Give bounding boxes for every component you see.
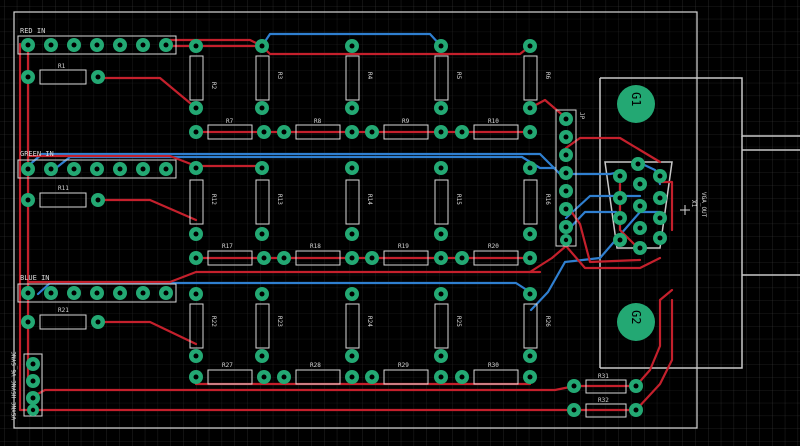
resistor-r8[interactable] [277, 124, 359, 140]
header-green-label: GREEN IN [20, 150, 54, 158]
header-sync[interactable] [23, 353, 43, 417]
resistor-r5-label: R5 [455, 72, 462, 80]
mount-hole-g1-label: G1 [629, 92, 643, 106]
vga-name-label: VGA_OUT [700, 192, 707, 218]
resistor-r24-label: R24 [366, 316, 373, 327]
resistor-r29[interactable] [365, 369, 448, 385]
header-green-in[interactable] [17, 159, 177, 179]
resistor-r17[interactable] [189, 250, 271, 266]
resistor-r32[interactable] [567, 403, 643, 418]
resistor-r24[interactable] [345, 287, 360, 363]
resistor-r28[interactable] [277, 369, 359, 385]
resistor-r23[interactable] [255, 287, 270, 363]
resistor-r18-label: R18 [310, 243, 321, 250]
resistor-r4[interactable] [345, 39, 360, 115]
resistor-r2-label: R2 [210, 82, 217, 90]
resistor-r14[interactable] [345, 161, 360, 241]
header-red-in[interactable] [17, 35, 177, 55]
resistor-r6-label: R6 [544, 72, 551, 80]
resistor-r18[interactable] [277, 250, 359, 266]
resistor-r26-label: R26 [544, 316, 551, 327]
resistor-r28-label: R28 [310, 362, 321, 369]
resistor-r19[interactable] [365, 250, 448, 266]
resistor-r19-label: R19 [398, 243, 409, 250]
resistor-r3[interactable] [255, 39, 270, 115]
resistor-r13-label: R13 [276, 194, 283, 205]
header-sync-label: VSYNC HSYNC V6_SYNC [11, 351, 18, 420]
resistor-r9-label: R9 [402, 118, 410, 125]
resistor-r3-label: R3 [276, 72, 283, 80]
header-vertical-label: JP [578, 112, 585, 120]
resistor-r27-label: R27 [222, 362, 233, 369]
vga-connector[interactable] [599, 77, 800, 369]
vga-pins[interactable] [613, 157, 667, 255]
resistor-r32-label: R32 [598, 397, 609, 404]
resistor-r9[interactable] [365, 124, 448, 140]
resistor-r25[interactable] [434, 287, 449, 363]
resistor-r27[interactable] [189, 369, 271, 385]
mount-hole-g2-label: G2 [629, 310, 643, 324]
resistor-r7-label: R7 [226, 118, 234, 125]
resistor-r21[interactable] [21, 314, 105, 330]
mount-hole-g1[interactable] [617, 85, 655, 123]
resistor-r26[interactable] [523, 287, 538, 363]
resistor-r31[interactable] [567, 379, 643, 394]
resistor-r20[interactable] [455, 250, 537, 266]
resistor-r6[interactable] [523, 39, 538, 115]
resistor-r29-label: R29 [398, 362, 409, 369]
resistor-r30[interactable] [455, 369, 537, 385]
resistor-r1-label: R1 [58, 63, 66, 70]
resistor-r21-label: R21 [58, 307, 69, 314]
header-vertical-jp[interactable] [555, 109, 577, 247]
resistor-r31-label: R31 [598, 373, 609, 380]
resistor-r4-label: R4 [366, 72, 373, 80]
mount-hole-g2[interactable] [617, 303, 655, 341]
resistor-r5[interactable] [434, 39, 449, 115]
resistor-r20-label: R20 [488, 243, 499, 250]
resistor-r2[interactable] [189, 39, 204, 115]
header-blue-label: BLUE IN [20, 274, 50, 282]
resistor-r8-label: R8 [314, 118, 322, 125]
vga-ref-label: X1 [690, 200, 697, 208]
resistor-r11-label: R11 [58, 185, 69, 192]
resistor-r12[interactable] [189, 161, 204, 241]
resistor-r25-label: R25 [455, 316, 462, 327]
resistor-r11[interactable] [21, 192, 105, 208]
resistor-r14-label: R14 [366, 194, 373, 205]
resistor-r23-label: R23 [276, 316, 283, 327]
resistor-r16[interactable] [523, 161, 538, 241]
resistor-r16-label: R16 [544, 194, 551, 205]
resistor-r10[interactable] [455, 124, 537, 140]
header-red-label: RED IN [20, 27, 45, 35]
resistor-r12-label: R12 [210, 194, 217, 205]
resistor-r10-label: R10 [488, 118, 499, 125]
resistor-r1[interactable] [21, 69, 105, 85]
vga-origin-marker [680, 205, 690, 215]
resistor-r15-label: R15 [455, 194, 462, 205]
board-outline[interactable] [13, 11, 698, 429]
resistor-r22-label: R22 [210, 316, 217, 327]
resistor-r13[interactable] [255, 161, 270, 241]
board-inner-background [14, 12, 697, 428]
resistor-r30-label: R30 [488, 362, 499, 369]
resistor-r15[interactable] [434, 161, 449, 241]
resistor-r17-label: R17 [222, 243, 233, 250]
resistor-r7[interactable] [189, 124, 271, 140]
header-blue-in[interactable] [17, 283, 177, 303]
resistor-r22[interactable] [189, 287, 204, 363]
